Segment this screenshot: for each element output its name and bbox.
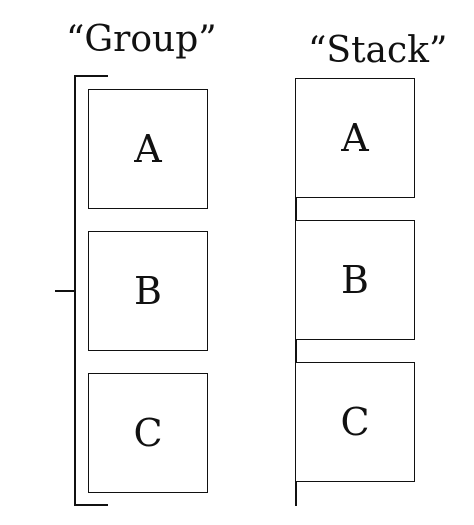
group-bracket-top bbox=[74, 75, 108, 77]
group-box-b: B bbox=[88, 231, 208, 351]
group-box-a: A bbox=[88, 89, 208, 209]
group-bracket-stub bbox=[55, 290, 75, 292]
stack-title: “Stack” bbox=[308, 30, 448, 71]
group-title: “Group” bbox=[66, 19, 217, 60]
stack-box-a: A bbox=[295, 78, 415, 198]
group-bracket-vertical bbox=[74, 75, 76, 506]
stack-box-b: B bbox=[295, 220, 415, 340]
group-bracket-bottom bbox=[74, 504, 108, 506]
stack-box-c: C bbox=[295, 362, 415, 482]
group-box-c: C bbox=[88, 373, 208, 493]
